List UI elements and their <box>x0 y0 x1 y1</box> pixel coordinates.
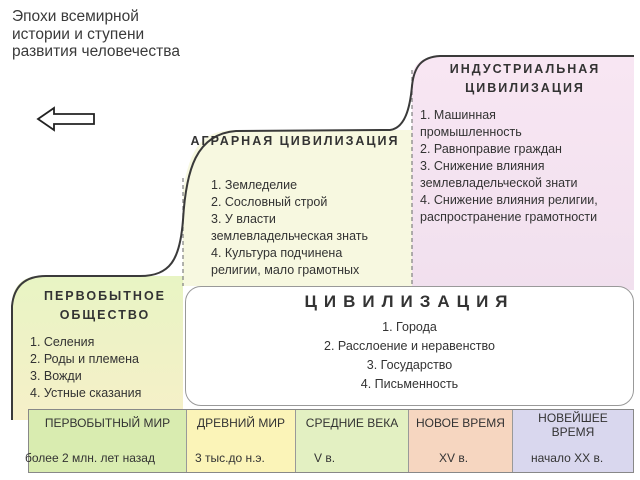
industrial-stage-list: 1. Машинная промышленность 2. Равноправи… <box>420 107 630 226</box>
era-name: СРЕДНИЕ ВЕКА <box>305 416 399 430</box>
list-item: 2. Расслоение и неравенство <box>324 339 495 353</box>
era-contemporary-time: НОВЕЙШЕЕ ВРЕМЯ начало XX в. <box>513 410 633 472</box>
staircase-outline <box>11 55 634 420</box>
list-item: 1. Селения <box>30 335 95 349</box>
list-item: 3. Снижение влияния <box>420 159 545 173</box>
era-primitive-world: ПЕРВОБЫТНЫЙ МИР более 2 млн. лет назад <box>25 410 187 472</box>
era-name: ПЕРВОБЫТНЫЙ МИР <box>44 416 171 430</box>
agrarian-stage-shape <box>183 130 412 286</box>
list-item: 2. Роды и племена <box>30 352 139 366</box>
primitive-stage-shape <box>12 276 183 420</box>
list-item: 2. Сословный строй <box>211 195 328 209</box>
era-date: XV в. <box>439 451 469 465</box>
list-item: 2. Равноправие граждан <box>420 142 562 156</box>
era-middle-ages: СРЕДНИЕ ВЕКА V в. <box>296 410 409 472</box>
era-modern-time: НОВОЕ ВРЕМЯ XV в. <box>409 410 513 472</box>
era-date: V в. <box>314 451 336 465</box>
agrarian-stage-title: АГРАРНАЯ ЦИВИЛИЗАЦИЯ <box>190 134 400 148</box>
civilization-box <box>185 286 634 406</box>
civilization-list: 1. Города 2. Расслоение и неравенство 3.… <box>185 318 634 394</box>
era-name: НОВОЕ ВРЕМЯ <box>416 416 505 430</box>
era-name: ДРЕВНИЙ МИР <box>196 416 285 430</box>
list-item: землевладельческой знати <box>420 176 578 190</box>
agrarian-stage-list: 1. Земледелие 2. Сословный строй 3. У вл… <box>211 177 406 279</box>
list-item: 3. У власти <box>211 212 276 226</box>
primitive-stage-list: 1. Селения 2. Роды и племена 3. Вожди 4.… <box>30 334 180 402</box>
list-item: 1. Машинная <box>420 108 496 122</box>
era-date: более 2 млн. лет назад <box>25 451 155 465</box>
era-ancient-world: ДРЕВНИЙ МИР 3 тыс.до н.э. <box>187 410 296 472</box>
list-item: 1. Земледелие <box>211 178 298 192</box>
primitive-stage-title: ПЕРВОБЫТНОЕ ОБЩЕСТВО <box>43 289 167 322</box>
list-item: 3. Вожди <box>30 369 82 383</box>
list-item: религии, мало грамотных <box>211 263 360 277</box>
left-arrow-icon <box>36 106 95 132</box>
list-item: 1. Города <box>382 320 437 334</box>
page-title: Эпохи всемирной истории и ступени развит… <box>12 8 180 60</box>
era-name: НОВЕЙШЕЕ ВРЕМЯ <box>538 411 608 439</box>
era-date: 3 тыс.до н.э. <box>195 451 265 465</box>
industrial-stage-title: ИНДУСТРИАЛЬНАЯ ЦИВИЛИЗАЦИЯ <box>449 62 601 95</box>
list-item: 3. Государство <box>366 358 453 372</box>
civilization-title: ЦИВИЛИЗАЦИЯ <box>304 292 515 311</box>
list-item: 4. Письменность <box>360 377 459 391</box>
list-item: промышленность <box>420 125 522 139</box>
list-item: 4. Культура подчинена <box>211 246 343 260</box>
list-item: землевладельческая знать <box>211 229 368 243</box>
era-timeline: ПЕРВОБЫТНЫЙ МИР более 2 млн. лет назад Д… <box>25 409 634 473</box>
list-item: распространение грамотности <box>420 210 598 224</box>
list-item: 4. Устные сказания <box>30 386 142 400</box>
industrial-stage-shape <box>412 56 634 290</box>
era-date: начало XX в. <box>531 451 604 465</box>
list-item: 4. Снижение влияния религии, <box>420 193 598 207</box>
